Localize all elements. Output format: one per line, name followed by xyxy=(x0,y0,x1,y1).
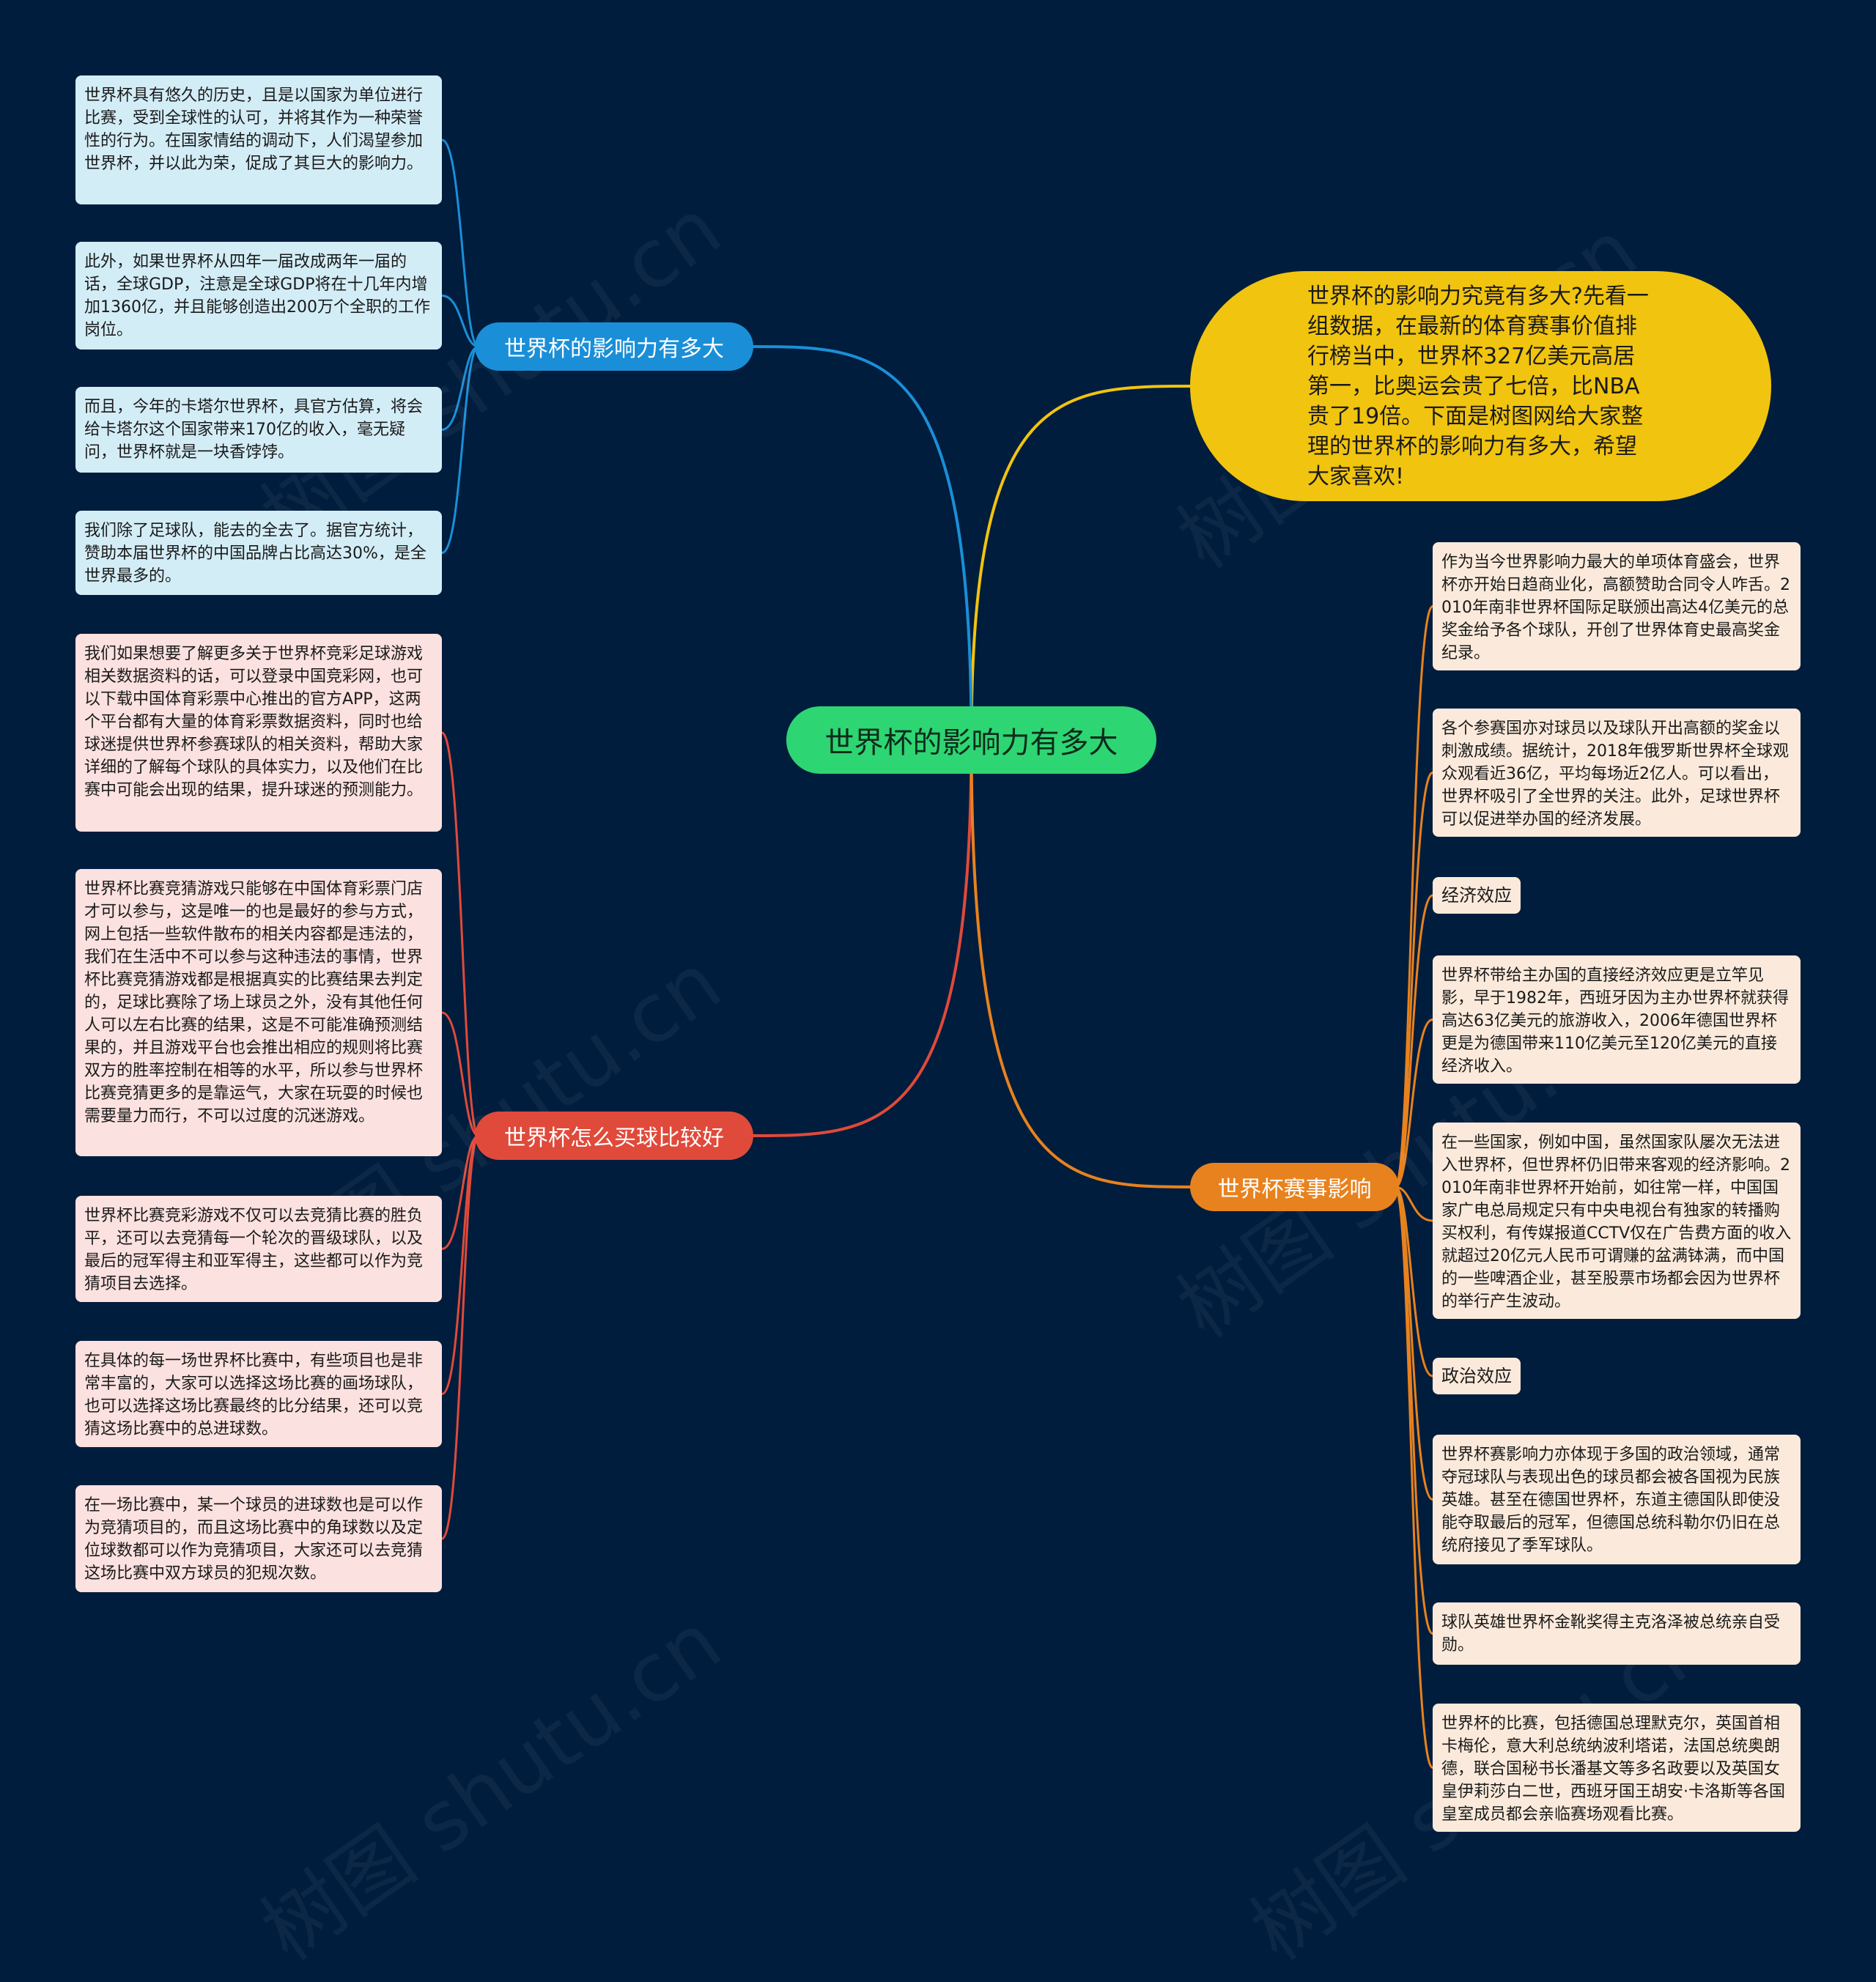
link-events-item-4 xyxy=(1395,1018,1433,1188)
intro-summary[interactable]: 世界杯的影响力究竟有多大?先看一组数据，在最新的体育赛事价值排行榜当中，世界杯3… xyxy=(1190,271,1771,501)
link-betting-item-3 xyxy=(441,1134,479,1250)
betting-item-5[interactable]: 在一场比赛中，某一个球员的进球数也是可以作为竞猜项目的，而且这场比赛中的角球数以… xyxy=(75,1485,442,1592)
events-item-1[interactable]: 作为当今世界影响力最大的单项体育盛会，世界杯亦开始日趋商业化，高额赞助合同令人咋… xyxy=(1433,542,1801,670)
mind-map-canvas: 树图 shutu.cn 树图 shutu.cn 树图 shutu.cn 树图 s… xyxy=(75,75,1801,1978)
link-influence-item-2 xyxy=(441,295,479,348)
link-events-item-5 xyxy=(1395,1186,1433,1222)
link-influence-item-1 xyxy=(441,138,479,348)
link-events-item-8 xyxy=(1394,1186,1434,1635)
link-root-influence xyxy=(749,345,973,741)
branch-influence-label: 世界杯的影响力有多大 xyxy=(504,336,724,362)
link-betting-item-2 xyxy=(441,1011,479,1137)
root-topic-label: 世界杯的影响力有多大 xyxy=(824,726,1118,760)
influence-item-1[interactable]: 世界杯具有悠久的历史，且是以国家为单位进行比赛，受到全球性的认可，并将其作为一种… xyxy=(75,75,442,204)
branch-betting-label: 世界杯怎么买球比较好 xyxy=(504,1125,724,1151)
branch-betting[interactable]: 世界杯怎么买球比较好 xyxy=(475,1112,753,1160)
events-item-5[interactable]: 在一些国家，例如中国，虽然国家队屡次无法进入世界杯，但世界杯仍旧带来客观的经济影… xyxy=(1433,1123,1801,1319)
events-item-8[interactable]: 球队英雄世界杯金靴奖得主克洛泽被总统亲自受勋。 xyxy=(1433,1602,1801,1665)
branch-events[interactable]: 世界杯赛事影响 xyxy=(1190,1163,1399,1211)
link-influence-item-3 xyxy=(441,345,479,431)
connector-lines xyxy=(440,138,1434,1769)
betting-item-1[interactable]: 我们如果想要了解更多关于世界杯竞彩足球游戏相关数据资料的话，可以登录中国竞彩网，… xyxy=(75,634,442,832)
betting-item-2[interactable]: 世界杯比赛竞猜游戏只能够在中国体育彩票门店才可以参与，这是唯一的也是最好的参与方… xyxy=(75,869,442,1156)
intro-summary-text: 世界杯的影响力究竟有多大?先看一组数据，在最新的体育赛事价值排行榜当中，世界杯3… xyxy=(1307,283,1649,489)
events-item-4[interactable]: 世界杯带给主办国的直接经济效应更是立竿见影，早于1982年，西班牙因为主办世界杯… xyxy=(1433,955,1801,1084)
link-tag-economic-effect xyxy=(1394,894,1433,1188)
link-root-events xyxy=(970,739,1194,1188)
influence-item-4[interactable]: 我们除了足球队，能去的全去了。据官方统计，赞助本届世界杯的中国品牌占比高达30%… xyxy=(75,511,442,595)
influence-item-3[interactable]: 而且，今年的卡塔尔世界杯，具官方估算，将会给卡塔尔这个国家带来170亿的收入，毫… xyxy=(75,387,442,473)
betting-item-3[interactable]: 世界杯比赛竞彩游戏不仅可以去竞猜比赛的胜负平，还可以去竞猜每一个轮次的晋级球队，… xyxy=(75,1196,442,1302)
events-item-9[interactable]: 世界杯的比赛，包括德国总理默克尔，英国首相卡梅伦，意大利总统纳波利塔诺，法国总统… xyxy=(1433,1704,1801,1832)
link-events-item-2 xyxy=(1394,772,1434,1188)
link-events-item-9 xyxy=(1394,1186,1434,1769)
link-betting-item-1 xyxy=(440,731,480,1137)
branch-events-label: 世界杯赛事影响 xyxy=(1217,1177,1372,1202)
influence-item-2[interactable]: 此外，如果世界杯从四年一届改成两年一届的话，全球GDP，注意是全球GDP将在十几… xyxy=(75,242,442,350)
tag-political-effect[interactable]: 政治效应 xyxy=(1433,1358,1521,1394)
root-topic[interactable]: 世界杯的影响力有多大 xyxy=(786,706,1156,774)
link-root-intro xyxy=(970,385,1194,741)
link-root-betting xyxy=(749,739,973,1137)
betting-item-4[interactable]: 在具体的每一场世界杯比赛中，有些项目也是非常丰富的，大家可以选择这场比赛的画场球… xyxy=(75,1341,442,1447)
events-item-2[interactable]: 各个参赛国亦对球员以及球队开出高额的奖金以刺激成绩。据统计，2018年俄罗斯世界… xyxy=(1433,709,1801,837)
link-events-item-1 xyxy=(1394,605,1434,1188)
events-item-7[interactable]: 世界杯赛影响力亦体现于多国的政治领域，通常夺冠球队与表现出色的球员都会被各国视为… xyxy=(1433,1435,1801,1564)
branch-influence[interactable]: 世界杯的影响力有多大 xyxy=(475,322,753,371)
tag-economic-effect[interactable]: 经济效应 xyxy=(1433,877,1521,914)
link-betting-item-5 xyxy=(440,1134,480,1540)
link-influence-item-4 xyxy=(441,345,479,554)
